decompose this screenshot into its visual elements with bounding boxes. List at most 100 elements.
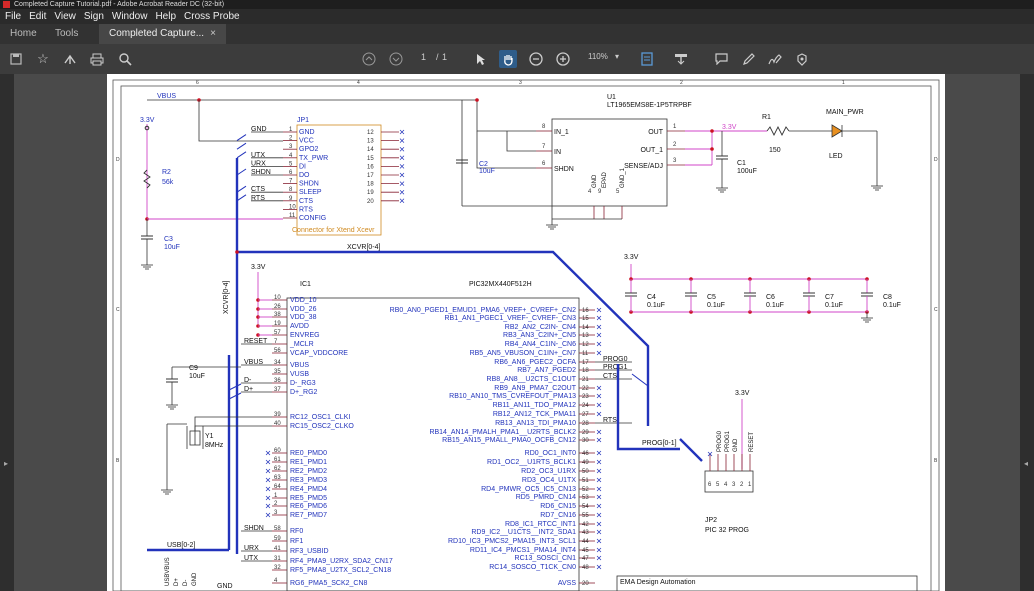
u1-pin-number: 6 (542, 161, 546, 167)
wire (507, 131, 536, 151)
r1-value: 150 (769, 147, 781, 154)
prog-net-label: PROG[0-1] (642, 440, 677, 447)
menu-help[interactable]: Help (151, 9, 180, 24)
menu-view[interactable]: View (50, 9, 80, 24)
u1-pin-name: GND_1 (620, 167, 626, 188)
ic1-pin-number: 37 (274, 387, 281, 393)
c3-ref: C3 (164, 236, 173, 243)
jp1-pin-name: GND (299, 129, 315, 136)
c5-ref: C5 (707, 294, 716, 301)
u1-part: LT1965EMS8E-1P5TRPBF (607, 102, 692, 109)
ic1-pin-name: RD0_OC1_INT0 (525, 450, 576, 457)
ic1-pin-number: 60 (274, 448, 281, 454)
ic1-pin-number: 26 (274, 304, 281, 310)
ic1-pin-number: 54 (582, 504, 589, 510)
acrobat-icon (3, 1, 10, 8)
comment-icon[interactable] (712, 50, 730, 68)
xcvr-vertical-net-label: XCVR[0-4] (223, 280, 230, 314)
ic1-pin-name: RB5_AN5_VBUSON_C1IN+_CN7 (470, 350, 577, 357)
usb-net-label: USB[0-2] (167, 542, 195, 549)
tab-document-label: Completed Capture... (109, 28, 204, 39)
ic1-pin-name: RB15_AN15_PMALL_PMA0_OCFB_CN12 (442, 437, 576, 444)
close-icon[interactable]: × (210, 28, 216, 39)
pen-icon[interactable] (739, 50, 757, 68)
jp1-pin-name: DO (299, 172, 310, 179)
ic1-pin-name: RD2_OC3_U1RX (521, 468, 576, 475)
zoom-level-select[interactable]: 110% (588, 52, 608, 61)
jp2-pin-number: 5 (716, 482, 720, 488)
page-up-icon[interactable] (360, 50, 378, 68)
search-icon[interactable] (116, 50, 134, 68)
ic1-pin-number: 51 (582, 478, 589, 484)
expand-right-panel-icon[interactable]: ◂ (1024, 459, 1028, 468)
ic1-pin-name: RC12_OSC1_CLKI (290, 414, 350, 421)
jp1-description: Connector for Xtend Xcevr (292, 227, 375, 234)
jp2-pin-number: 1 (748, 482, 752, 488)
ic1-pin-name: RB10_AN10_TMS_CVREFOUT_PMA13 (449, 393, 576, 400)
zoom-in-icon[interactable] (554, 50, 572, 68)
jp2-ref: JP2 (705, 517, 717, 524)
jp1-pin-number: 12 (367, 130, 374, 136)
r1-resistor (767, 127, 789, 135)
page-down-icon[interactable] (387, 50, 405, 68)
ic1-pin-number: 56 (274, 348, 281, 354)
u1-pin-number: 5 (616, 189, 620, 195)
menu-window[interactable]: Window (108, 9, 152, 24)
ic1-pin-number: 27 (582, 412, 589, 418)
menu-edit[interactable]: Edit (25, 9, 50, 24)
v33-net-label: 3.3V (140, 117, 155, 124)
u1-pin-number: 8 (542, 124, 546, 130)
hand-tool-icon[interactable] (499, 50, 517, 68)
zoom-out-icon[interactable] (527, 50, 545, 68)
ic1-pin-name: RD7_CN16 (540, 512, 576, 519)
print-icon[interactable] (88, 50, 106, 68)
ic1-pin-number: 23 (582, 394, 589, 400)
select-cursor-icon[interactable] (472, 50, 490, 68)
ic1-pin-name: RE5_PMD5 (290, 495, 327, 502)
u1-pin-number: 1 (673, 124, 677, 130)
scroll-mode-icon[interactable] (672, 50, 690, 68)
ic1-pin-number: 21 (582, 377, 589, 383)
menu-file[interactable]: File (0, 9, 25, 24)
vbus-to-jp1 (199, 100, 283, 141)
ic1-pin-name: RD5_PMRD_CN14 (516, 494, 576, 501)
ic1-pin-number: 39 (274, 412, 281, 418)
ic1-pin-name: RE7_PMD7 (290, 512, 327, 519)
chevron-down-icon[interactable]: ▾ (615, 52, 619, 61)
sign-icon[interactable] (766, 50, 784, 68)
ic1-pin-name: RD6_CN15 (540, 503, 576, 510)
c2-ref: C2 (479, 161, 488, 168)
save-icon[interactable] (7, 50, 25, 68)
ic1-pin-name: RE4_PMD4 (290, 486, 327, 493)
share-icon[interactable] (61, 50, 79, 68)
v33-net-label: 3.3V (251, 264, 266, 271)
page-total: 1 (442, 52, 447, 62)
junction-dot (710, 147, 714, 151)
tab-document[interactable]: Completed Capture... × (99, 24, 226, 44)
v33-net-label: 3.3V (735, 390, 750, 397)
tab-tools[interactable]: Tools (55, 24, 78, 44)
jp2-outline (705, 471, 753, 492)
page-number-input[interactable]: 1 (421, 52, 426, 62)
jp2-net-label: RESET (749, 432, 755, 452)
ic1-pin-name: RB4_AN4_C1IN-_CN6 (505, 341, 576, 348)
document-viewer[interactable]: 64321DDCCBBVBUSC210uF3.3VR256kC310uFJP1C… (14, 74, 1020, 591)
fit-page-icon[interactable] (638, 50, 656, 68)
ic1-pin-name: RB12_AN12_TCK_PMA11 (493, 411, 576, 418)
border-row-label: D (934, 157, 938, 163)
c8-ref: C8 (883, 294, 892, 301)
jp2-pin-number: 6 (708, 482, 712, 488)
stamp-icon[interactable] (793, 50, 811, 68)
menu-cross-probe[interactable]: Cross Probe (180, 9, 244, 24)
ic1-pin-number: 47 (582, 556, 589, 562)
star-icon[interactable]: ☆ (34, 50, 52, 68)
border-row-label: B (934, 458, 938, 464)
ic1-pin-number: 16 (582, 308, 589, 314)
ic1-pin-number: 10 (274, 295, 281, 301)
expand-left-panel-icon[interactable]: ▸ (4, 459, 8, 468)
r1-ref: R1 (762, 114, 771, 121)
ic1-pin-name: RB3_AN3_C2IN+_CN5 (503, 332, 576, 339)
menu-sign[interactable]: Sign (80, 9, 108, 24)
tab-home[interactable]: Home (10, 24, 37, 44)
u1-ref: U1 (607, 94, 616, 101)
